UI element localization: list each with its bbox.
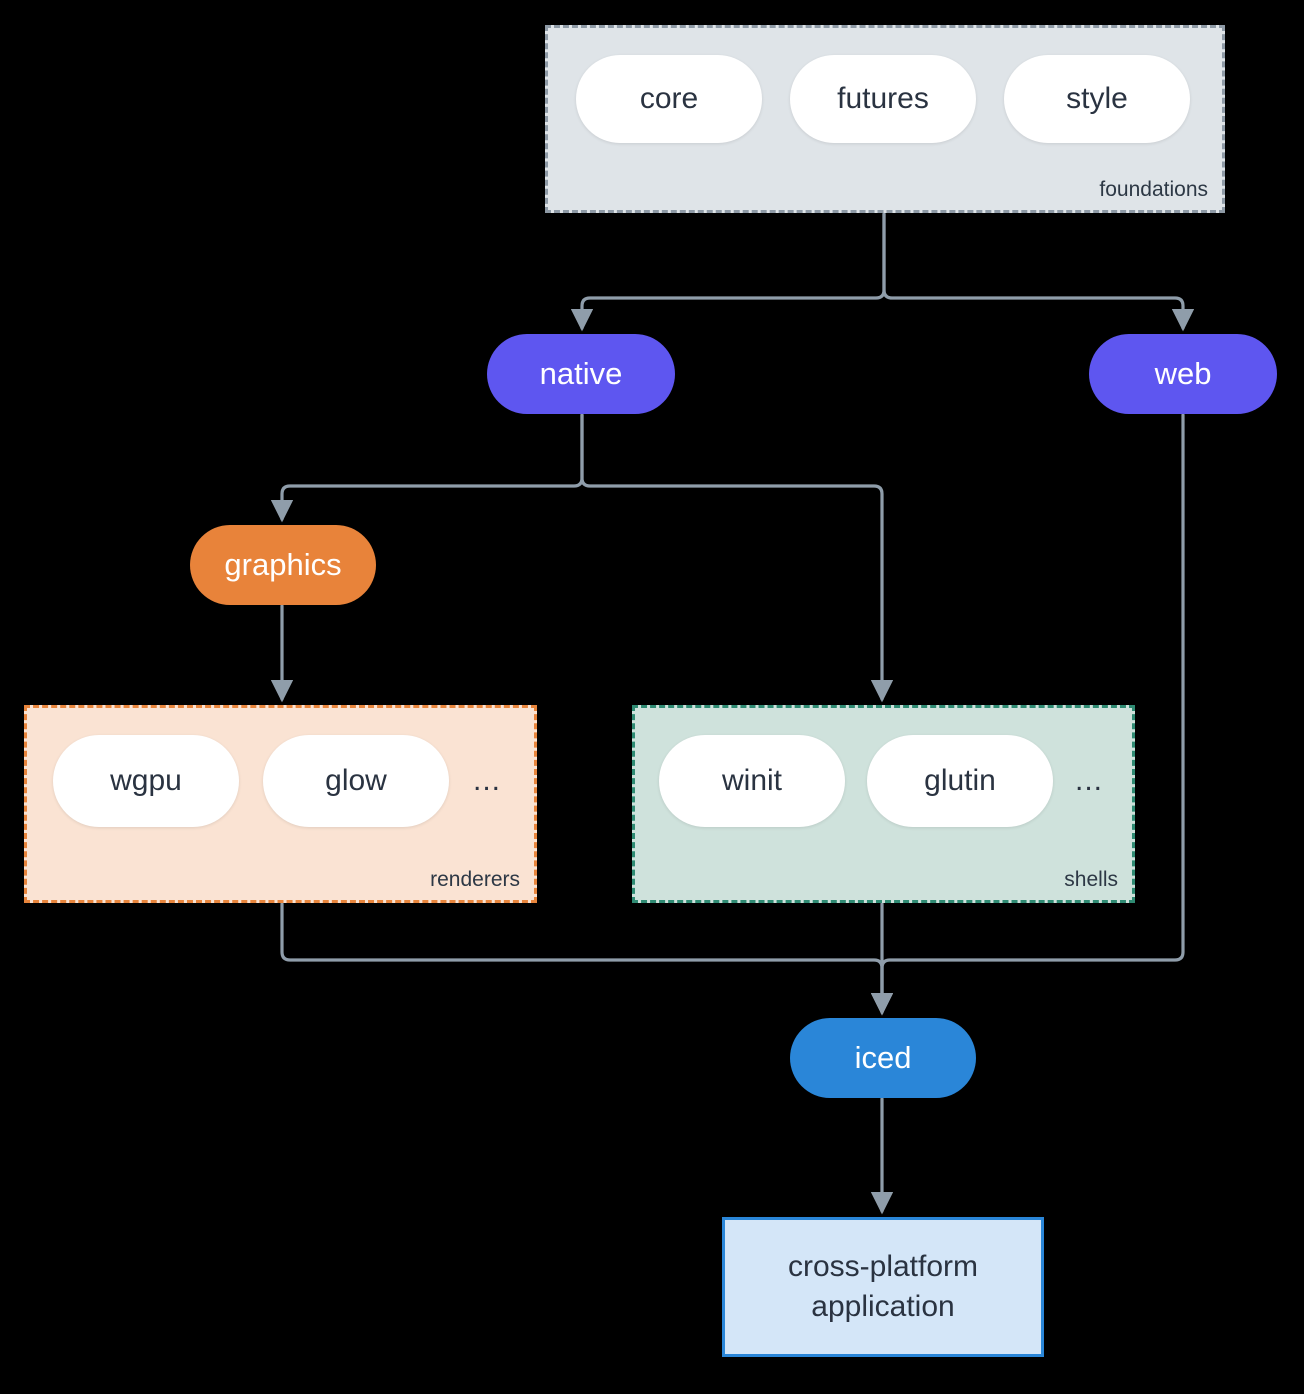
leaf-style[interactable]: style [1004,55,1190,143]
leaf-ellipsis-shells: ... [1075,764,1104,797]
edge-foundations-native [570,212,886,332]
cluster-label-renderers: renderers [430,868,520,891]
edge-native-shells [580,413,894,703]
node-native[interactable]: native [487,334,675,414]
cluster-shells: winit glutin ... shells [632,705,1135,903]
node-graphics[interactable]: graphics [190,525,376,605]
cluster-label-foundations: foundations [1099,178,1208,201]
leaf-futures[interactable]: futures [790,55,976,143]
leaf-glutin[interactable]: glutin [867,735,1053,827]
edge-native-graphics [270,413,584,523]
edge-renderers-iced [280,902,894,1016]
application-line-2: application [811,1290,955,1323]
leaf-glow[interactable]: glow [263,735,449,827]
edge-foundations-web [882,212,1195,332]
cluster-foundations: core futures style foundations [545,25,1225,213]
leaf-wgpu[interactable]: wgpu [53,735,239,827]
cluster-renderers: wgpu glow ... renderers [24,705,537,903]
leaf-ellipsis-renderers: ... [473,764,502,797]
node-web[interactable]: web [1089,334,1277,414]
node-iced[interactable]: iced [790,1018,976,1098]
application-line-1: cross-platform [787,1249,979,1283]
cluster-label-shells: shells [1064,868,1118,891]
node-cross-platform-application[interactable]: cross-platform application [722,1217,1044,1357]
leaf-core[interactable]: core [576,55,762,143]
leaf-winit[interactable]: winit [659,735,845,827]
